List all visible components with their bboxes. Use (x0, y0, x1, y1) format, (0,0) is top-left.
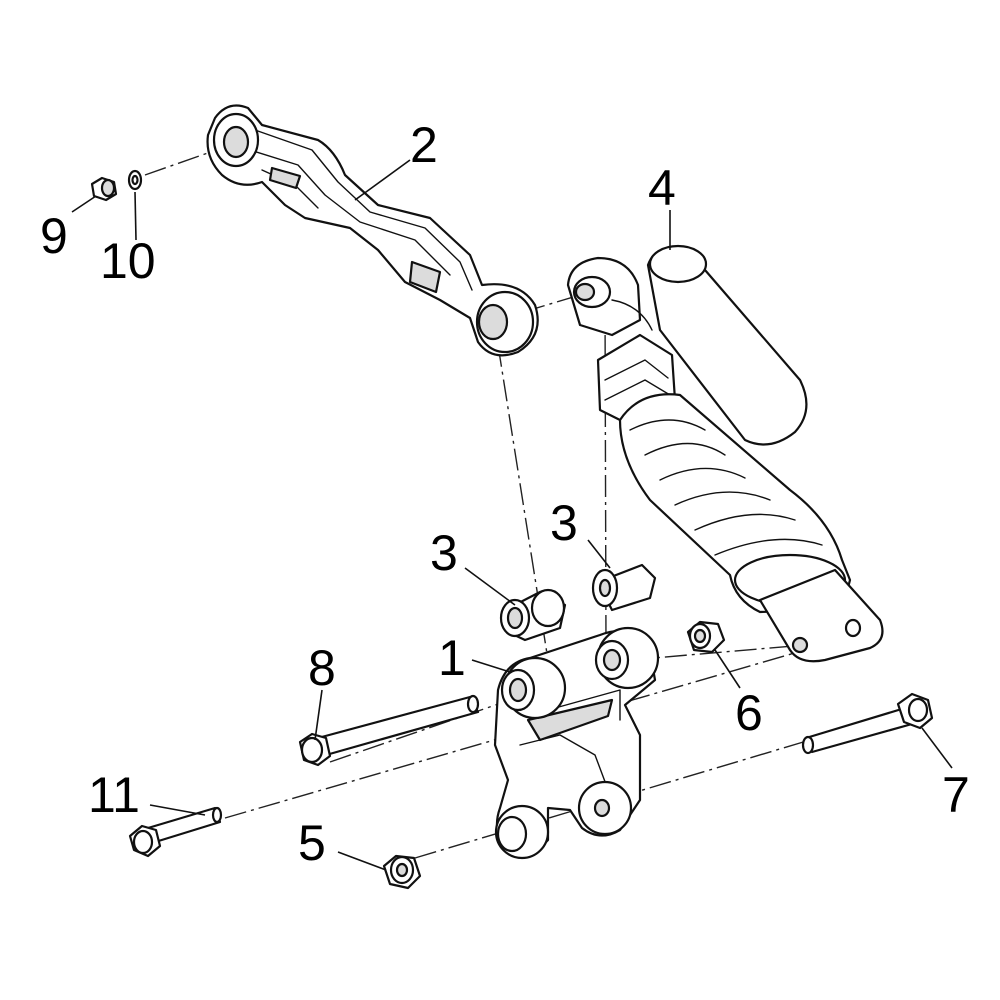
leader-10 (134, 191, 137, 241)
leader-3a (464, 567, 516, 606)
part-8-bolt (298, 694, 480, 767)
callout-8: 8 (308, 640, 336, 696)
callout-11: 11 (88, 767, 140, 823)
leader-9 (71, 195, 97, 213)
callout-7: 7 (942, 767, 970, 823)
part-9-nut (90, 176, 118, 202)
leader-6 (714, 649, 741, 689)
part-10-washer (127, 169, 143, 191)
part-5-nut (382, 854, 422, 890)
part-6-nut (686, 620, 726, 654)
callout-3-right: 3 (550, 495, 578, 551)
leader-5 (337, 851, 387, 871)
part-11-bolt (128, 806, 223, 858)
centerline-bolt-8 (329, 699, 511, 763)
callout-2: 2 (410, 117, 438, 173)
callout-labels: 2 4 9 10 3 3 1 6 8 7 11 5 (40, 117, 970, 871)
leader-8 (314, 689, 323, 741)
centerline-link-top (144, 147, 223, 176)
part-4-shock-absorber (566, 244, 884, 663)
callout-1: 1 (438, 630, 466, 686)
leader-7 (921, 727, 953, 769)
part-3-bushing-left (499, 588, 567, 642)
part-2-connecting-link (206, 104, 539, 357)
leader-2 (354, 159, 411, 201)
part-1-rocker-arm (493, 626, 660, 860)
leader-lines (71, 159, 953, 871)
part-3-bushing-right (591, 563, 657, 612)
leader-3b (587, 539, 611, 569)
leader-1 (471, 659, 511, 673)
centerline-bolt-7 (414, 739, 811, 859)
callout-6: 6 (735, 685, 763, 741)
callout-9: 9 (40, 208, 68, 264)
callout-10: 10 (100, 233, 156, 289)
part-7-bolt (801, 692, 934, 755)
leader-11 (149, 804, 206, 816)
callout-4: 4 (648, 160, 676, 216)
callout-3-left: 3 (430, 525, 458, 581)
callout-5: 5 (298, 815, 326, 871)
